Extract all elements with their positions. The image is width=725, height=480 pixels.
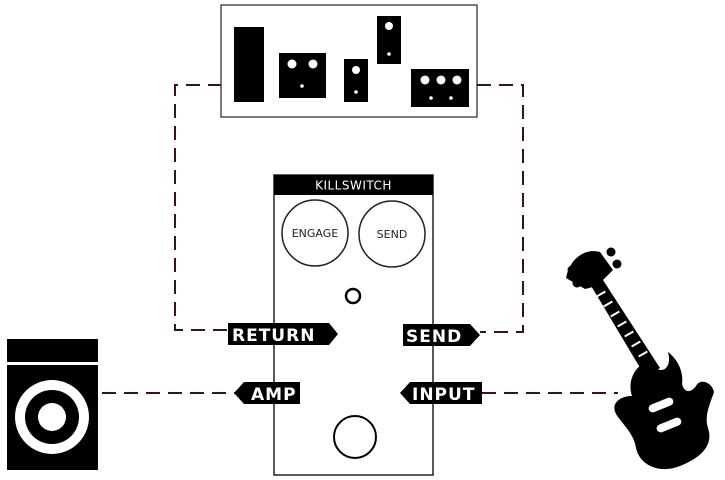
effects-chain-box [220,4,478,118]
input-jack: INPUT [400,382,482,405]
amp-jack: AMP [234,382,300,405]
amp-jack-label: AMP [251,385,297,405]
footswitch[interactable] [333,415,377,459]
amplifier-speaker-icon [7,339,98,470]
pedal-title: KILLSWITCH [315,179,392,193]
electric-guitar-icon [566,247,714,470]
pedalboard-effects-icon [234,16,469,107]
led-indicator [344,287,362,305]
send-knob[interactable]: SEND [358,200,426,268]
return-jack: RETURN [228,323,338,346]
return-jack-label: RETURN [232,326,315,346]
engage-button-label: ENGAGE [292,227,339,240]
return-cable [174,84,230,331]
killswitch-pedal: KILLSWITCH ENGAGE SEND RETURN SEND AMP [228,174,482,476]
send-jack: SEND [403,324,480,347]
send-knob-label: SEND [377,228,408,241]
engage-button[interactable]: ENGAGE [281,199,349,267]
input-jack-label: INPUT [412,385,475,405]
send-cable [477,84,524,333]
cables [102,84,618,394]
send-jack-label: SEND [406,327,462,347]
